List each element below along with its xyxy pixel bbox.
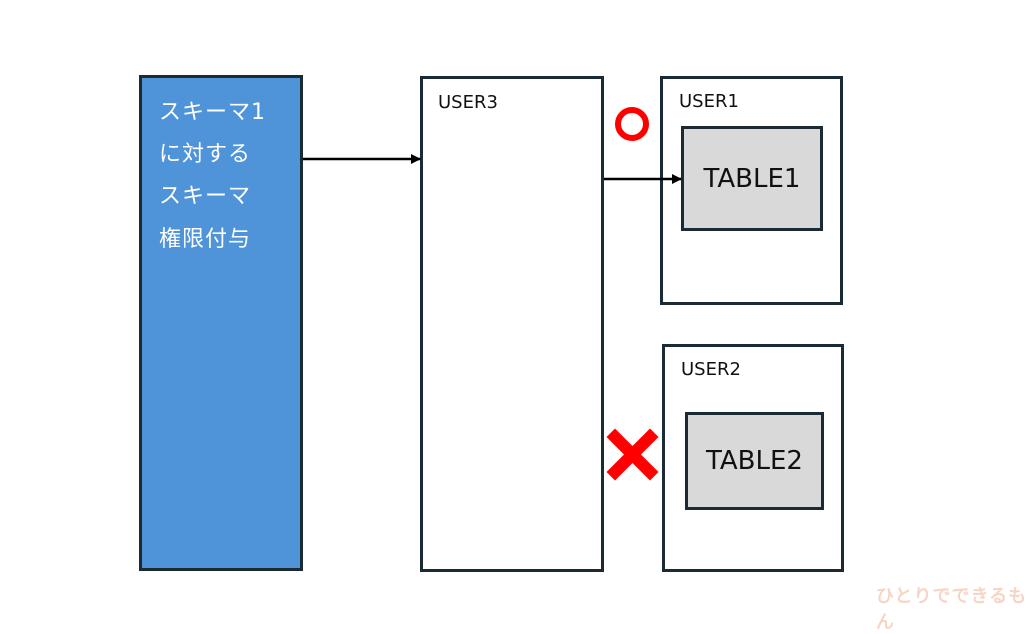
grant-line-1: スキーマ1 xyxy=(159,100,266,125)
user3-box: USER3 xyxy=(420,76,604,572)
grant-line-2: に対する xyxy=(159,142,252,167)
table2-box: TABLE2 xyxy=(685,412,824,510)
cross-ng-icon xyxy=(606,428,659,481)
schema-grant-box: スキーマ1 に対する スキーマ 権限付与 xyxy=(139,75,303,571)
watermark-logo: ひとりでできるもん xyxy=(876,586,1028,633)
circle-ok-icon xyxy=(615,107,649,141)
user1-label: USER1 xyxy=(679,91,739,112)
table1-label: TABLE1 xyxy=(703,163,801,194)
table1-box: TABLE1 xyxy=(681,126,823,231)
table2-label: TABLE2 xyxy=(706,446,803,476)
user2-label: USER2 xyxy=(681,359,741,380)
grant-line-3: スキーマ xyxy=(159,184,252,209)
grant-line-4: 権限付与 xyxy=(159,227,252,252)
user3-label: USER3 xyxy=(438,92,498,113)
